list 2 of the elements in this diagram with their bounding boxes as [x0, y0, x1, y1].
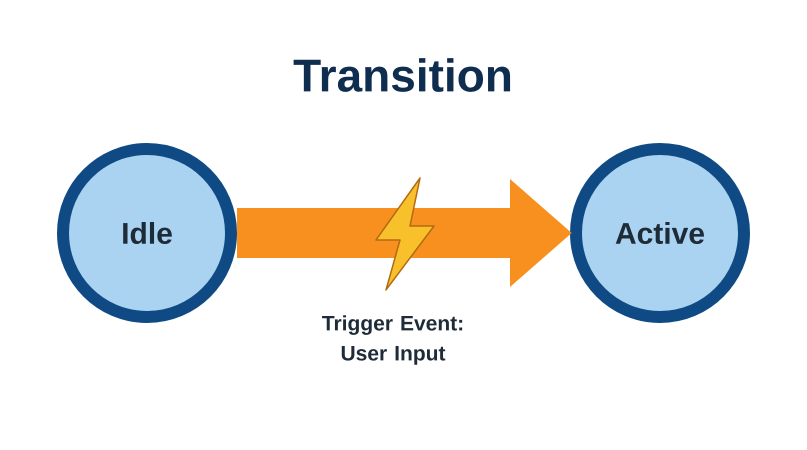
title: Transition	[294, 58, 510, 92]
edge-label: Trigger Event: User Input	[322, 315, 462, 365]
